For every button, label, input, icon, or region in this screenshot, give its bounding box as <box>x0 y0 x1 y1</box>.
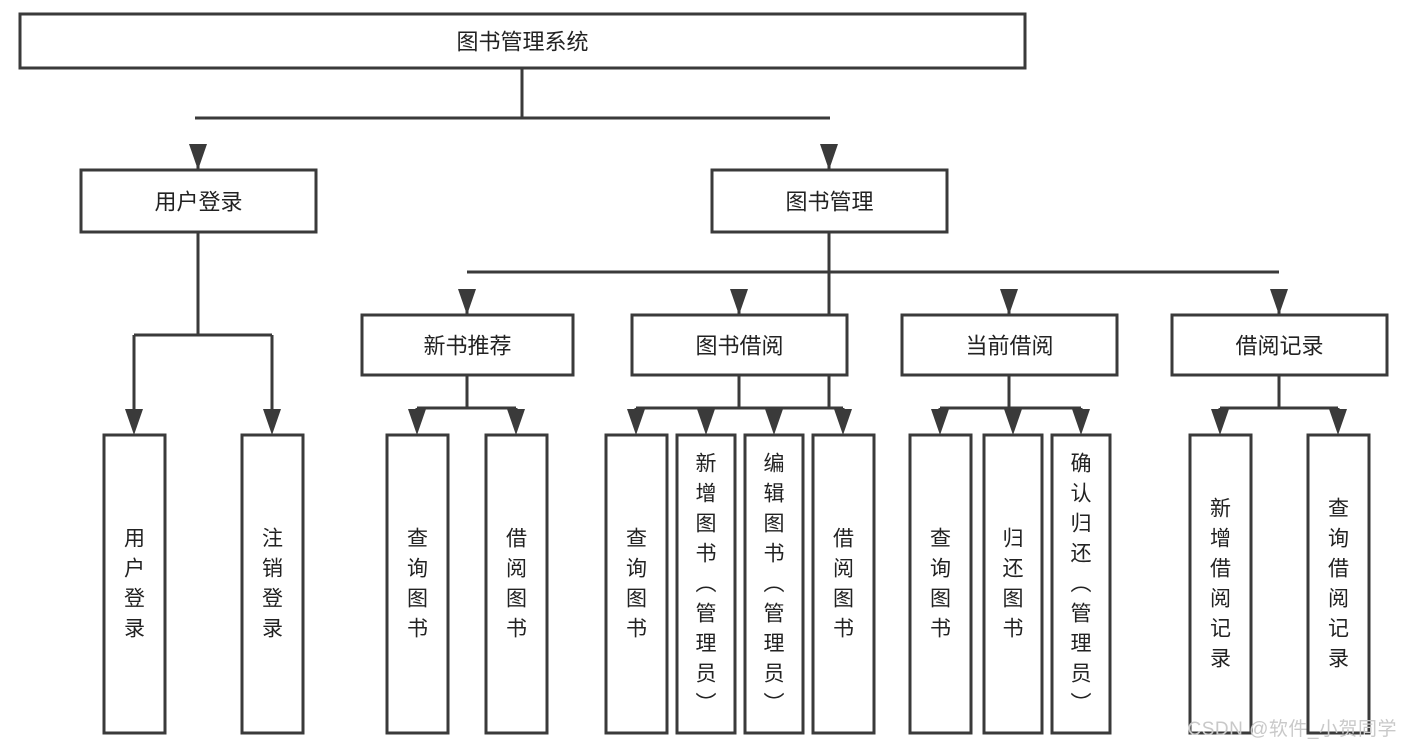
node-label: 图书管理 <box>785 190 873 215</box>
arrow-head-icon <box>1270 289 1288 315</box>
arrow-head-icon <box>1004 409 1022 435</box>
node-label: 用户登录 <box>154 190 242 215</box>
arrow-connector-15 <box>1004 408 1022 435</box>
arrow-head-icon <box>730 289 748 315</box>
node-label: 查询图书 <box>930 528 951 641</box>
arrow-connector-17 <box>1211 408 1229 435</box>
node-n-leaf-logout[interactable]: 注销登录 <box>240 433 305 735</box>
arrow-head-icon <box>1211 409 1229 435</box>
node-n-leaf-query-book-2[interactable]: 查询图书 <box>604 433 669 735</box>
node-box <box>102 433 167 735</box>
node-box <box>1188 433 1253 735</box>
arrow-head-icon <box>765 409 783 435</box>
node-root[interactable]: 图书管理系统 <box>18 12 1027 70</box>
node-label: 查询借阅记录 <box>1328 498 1349 671</box>
node-label: 注销登录 <box>262 528 283 641</box>
node-box <box>18 12 1027 70</box>
node-n-leaf-return-book[interactable]: 归还图书 <box>982 433 1044 735</box>
node-layer: 图书管理系统用户登录图书管理新书推荐图书借阅当前借阅借阅记录用户登录注销登录查询… <box>18 12 1389 735</box>
arrow-head-icon <box>408 409 426 435</box>
arrow-head-icon <box>507 409 525 435</box>
node-n-leaf-query-book-3[interactable]: 查询图书 <box>908 433 973 735</box>
arrow-head-icon <box>931 409 949 435</box>
arrow-connector-12 <box>765 408 783 435</box>
node-n-leaf-edit-book[interactable]: 编辑图书︵管理员︶ <box>743 433 805 735</box>
arrow-head-icon <box>697 409 715 435</box>
node-n-leaf-user-login[interactable]: 用户登录 <box>102 433 167 735</box>
connector-layer <box>125 68 1347 435</box>
arrow-connector-8 <box>408 408 426 435</box>
node-box <box>240 433 305 735</box>
node-label: 借阅图书 <box>506 528 527 641</box>
node-box <box>908 433 973 735</box>
arrow-connector-7 <box>263 335 281 435</box>
node-n-leaf-confirm-return[interactable]: 确认归还︵管理员︶ <box>1050 433 1112 735</box>
node-label: 借阅记录 <box>1235 334 1323 359</box>
node-box <box>630 313 849 377</box>
node-box <box>360 313 575 377</box>
node-box <box>1170 313 1389 377</box>
arrow-head-icon <box>834 409 852 435</box>
connector-bus-root <box>195 68 830 120</box>
arrow-head-icon <box>1072 409 1090 435</box>
arrow-connector-11 <box>697 408 715 435</box>
node-label: 新书推荐 <box>423 334 511 359</box>
arrow-connector-9 <box>507 408 525 435</box>
node-n-borrow-record[interactable]: 借阅记录 <box>1170 313 1389 377</box>
node-n-book-manage[interactable]: 图书管理 <box>710 168 949 234</box>
arrow-head-icon <box>189 144 207 170</box>
node-n-leaf-borrow-book-2[interactable]: 借阅图书 <box>811 433 876 735</box>
node-label: 查询图书 <box>407 528 428 641</box>
node-label: 当前借阅 <box>965 334 1053 359</box>
arrow-head-icon <box>820 144 838 170</box>
arrow-head-icon <box>627 409 645 435</box>
arrow-connector-16 <box>1072 408 1090 435</box>
node-label: 确认归还︵管理员︶ <box>1071 453 1092 716</box>
arrow-head-icon <box>1000 289 1018 315</box>
node-label: 图书借阅 <box>695 334 783 359</box>
arrow-head-icon <box>1329 409 1347 435</box>
arrow-head-icon <box>125 409 143 435</box>
node-box <box>385 433 450 735</box>
watermark-text: CSDN @软件_小贺同学 <box>1187 719 1397 740</box>
arrow-connector-18 <box>1329 408 1347 435</box>
node-label: 新增借阅记录 <box>1210 498 1231 671</box>
node-label: 归还图书 <box>1003 528 1024 641</box>
node-n-book-borrow[interactable]: 图书借阅 <box>630 313 849 377</box>
node-box <box>811 433 876 735</box>
node-box <box>1306 433 1371 735</box>
node-box <box>675 433 737 735</box>
node-box <box>1050 433 1112 735</box>
arrow-connector-13 <box>834 408 852 435</box>
arrow-head-icon <box>458 289 476 315</box>
node-box <box>743 433 805 735</box>
node-box <box>604 433 669 735</box>
node-label: 查询图书 <box>626 528 647 641</box>
node-n-leaf-borrow-book-1[interactable]: 借阅图书 <box>484 433 549 735</box>
node-label: 图书管理系统 <box>456 30 588 55</box>
node-label: 用户登录 <box>124 528 145 641</box>
node-box <box>982 433 1044 735</box>
node-n-user-login[interactable]: 用户登录 <box>79 168 318 234</box>
node-label: 编辑图书︵管理员︶ <box>764 453 785 716</box>
node-label: 借阅图书 <box>833 528 854 641</box>
node-n-leaf-add-book[interactable]: 新增图书︵管理员︶ <box>675 433 737 735</box>
node-box <box>484 433 549 735</box>
connector-bus-user-login <box>134 232 272 337</box>
arrow-head-icon <box>263 409 281 435</box>
arrow-connector-10 <box>627 408 645 435</box>
node-n-new-book-rec[interactable]: 新书推荐 <box>360 313 575 377</box>
node-n-current-borrow[interactable]: 当前借阅 <box>900 313 1119 377</box>
node-label: 新增图书︵管理员︶ <box>696 453 717 716</box>
connector-bus-book-manage <box>467 232 1279 274</box>
node-box <box>900 313 1119 377</box>
arrow-connector-6 <box>125 335 143 435</box>
node-n-leaf-query-record[interactable]: 查询借阅记录 <box>1306 433 1371 735</box>
node-n-leaf-add-record[interactable]: 新增借阅记录 <box>1188 433 1253 735</box>
node-n-leaf-query-book-1[interactable]: 查询图书 <box>385 433 450 735</box>
arrow-connector-14 <box>931 408 949 435</box>
node-box <box>710 168 949 234</box>
node-box <box>79 168 318 234</box>
